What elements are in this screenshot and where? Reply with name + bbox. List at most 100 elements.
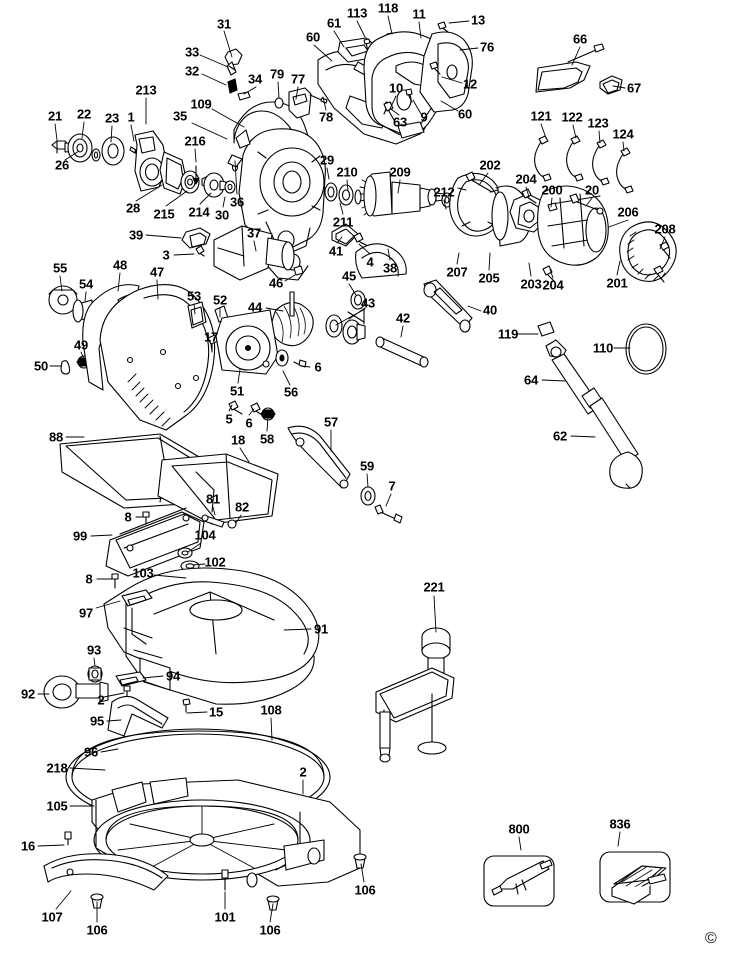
callout-18: 18 <box>230 432 246 448</box>
callout-7: 7 <box>388 478 396 494</box>
part-3-screw <box>195 245 205 257</box>
callout-12: 12 <box>462 76 478 92</box>
callout-91: 91 <box>313 621 329 637</box>
callout-46: 46 <box>268 275 284 291</box>
part-58-nut <box>260 407 276 421</box>
callout-113: 113 <box>346 5 368 21</box>
part-4-screw <box>353 232 373 249</box>
callout-42: 42 <box>395 310 411 326</box>
callout-45: 45 <box>341 268 357 284</box>
callout-118: 118 <box>377 0 399 16</box>
callout-35: 35 <box>172 108 188 124</box>
callout-76: 76 <box>479 39 495 55</box>
part-105-base <box>91 777 361 888</box>
callout-204: 204 <box>515 171 537 187</box>
callout-38: 38 <box>382 260 398 276</box>
callout-10: 10 <box>388 80 404 96</box>
part-18-fence-right <box>157 453 279 525</box>
callout-211: 211 <box>332 214 354 230</box>
callout-67: 67 <box>626 80 642 96</box>
callout-6: 6 <box>245 415 253 431</box>
part-215-bearing <box>180 170 200 194</box>
part-97-scale-pointer <box>121 589 153 645</box>
part-13-screw <box>437 21 449 33</box>
part-91-turntable <box>103 567 320 705</box>
part-38-cover <box>355 243 407 279</box>
callout-6: 6 <box>314 359 322 375</box>
callout-200: 200 <box>541 182 563 198</box>
callout-28: 28 <box>125 200 141 216</box>
part-101-screw <box>221 869 229 891</box>
callout-26: 26 <box>54 157 70 173</box>
callout-20: 20 <box>584 182 600 198</box>
part-82-nut <box>227 519 237 529</box>
part-28-guard-plate <box>159 151 187 195</box>
part-800-accessory-box <box>483 855 555 907</box>
callout-8: 8 <box>124 509 132 525</box>
callout-61: 61 <box>326 15 342 31</box>
callout-212: 212 <box>433 184 455 200</box>
callout-33: 33 <box>184 44 200 60</box>
callout-31: 31 <box>216 16 232 32</box>
part-40-lever-arm <box>423 279 473 333</box>
callout-124: 124 <box>612 126 634 142</box>
callout-55: 55 <box>52 260 68 276</box>
callout-9: 9 <box>420 109 428 125</box>
part-207-fan-baffle <box>449 172 503 237</box>
callout-203: 203 <box>520 276 542 292</box>
callout-81: 81 <box>205 491 221 507</box>
callout-93: 93 <box>86 642 102 658</box>
callout-79: 79 <box>269 66 285 82</box>
copyright-icon: © <box>705 930 717 947</box>
part-34-pad <box>237 91 251 101</box>
callout-64: 64 <box>523 372 539 388</box>
callout-107: 107 <box>41 909 63 925</box>
callout-221: 221 <box>423 579 445 595</box>
part-8-screw-a <box>142 511 150 525</box>
part-5-screw <box>228 400 243 415</box>
callout-63: 63 <box>392 114 408 130</box>
callout-215: 215 <box>153 206 175 222</box>
callout-119: 119 <box>497 326 519 342</box>
part-55-bumper <box>48 285 78 315</box>
callout-104: 104 <box>194 527 216 543</box>
part-76-handle-right-half <box>419 31 473 113</box>
callout-106: 106 <box>259 922 281 938</box>
part-200-key <box>547 202 558 212</box>
callout-60: 60 <box>457 106 473 122</box>
part-20-bolt <box>569 193 604 215</box>
part-210b-shim <box>354 189 362 205</box>
callout-122: 122 <box>561 109 583 125</box>
callout-34: 34 <box>247 71 263 87</box>
callout-51: 51 <box>229 383 245 399</box>
callout-16: 16 <box>20 838 36 854</box>
part-29-motor-housing-front <box>235 128 326 281</box>
callout-101: 101 <box>214 909 236 925</box>
part-43-bushings <box>325 309 366 345</box>
callout-102: 102 <box>204 554 226 570</box>
callout-40: 40 <box>482 302 498 318</box>
part-47-lower-guard <box>99 284 216 431</box>
part-214-spindle-pulley <box>201 172 227 198</box>
part-119-key <box>537 321 555 337</box>
part-15-screw <box>182 698 191 713</box>
part-42-rod <box>375 336 429 368</box>
callout-56: 56 <box>283 384 299 400</box>
callout-205: 205 <box>478 270 500 286</box>
callout-88: 88 <box>48 429 64 445</box>
callout-4: 4 <box>366 254 374 270</box>
part-12-screw <box>429 61 441 75</box>
part-67-connector <box>599 75 623 95</box>
part-210-washer <box>324 182 338 202</box>
callout-99: 99 <box>72 528 88 544</box>
callout-97: 97 <box>78 605 94 621</box>
callout-60: 60 <box>305 29 321 45</box>
callout-15: 15 <box>208 704 224 720</box>
callout-123: 123 <box>587 115 609 131</box>
callout-50: 50 <box>33 358 49 374</box>
part-33-pin-connector <box>228 65 236 71</box>
callout-106: 106 <box>354 882 376 898</box>
callout-36: 36 <box>229 194 245 210</box>
callout-37: 37 <box>246 225 262 241</box>
part-51-gear-case <box>215 309 279 375</box>
